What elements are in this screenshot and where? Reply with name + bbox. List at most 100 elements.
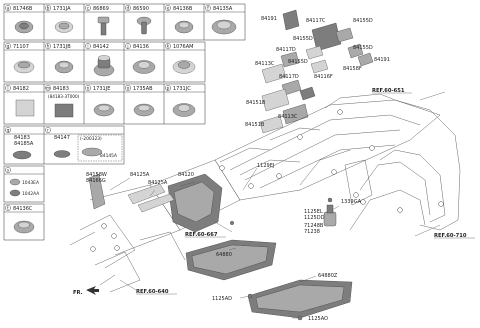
part-subcode: (84183-3T000): [48, 94, 80, 99]
grid-row-2: g 71107 h 1731JB i 84142: [3, 41, 206, 83]
grommet-icon: [14, 20, 34, 34]
pad-84155d: [335, 27, 354, 43]
callout-84117d: 84117D: [279, 74, 299, 80]
callout-84117c: 84117C: [306, 18, 326, 24]
fastener-icon: [97, 16, 110, 36]
ribbed-plug-icon: [93, 55, 115, 77]
clip-icon: [136, 16, 152, 35]
fr-label: FR.: [73, 290, 83, 296]
callout-84117d: 84117D: [276, 47, 296, 53]
cell-t: t 84136C: [3, 203, 45, 241]
callout-84158w: 84158W: [86, 172, 107, 178]
grid-row-1: a 81746B b 1731JA c 86869: [3, 3, 246, 41]
ref-label: REF.60-667: [185, 232, 218, 238]
large-plug-icon: [211, 19, 237, 35]
cell-a: a 81746B: [5, 5, 34, 34]
callout-84158f: 84158F: [343, 66, 362, 72]
part-code: 84183: [53, 86, 69, 92]
cell-s: s 1043EA 1042AA: [3, 165, 45, 203]
car-body-frame: [69, 93, 461, 293]
svg-text:b: b: [47, 5, 50, 10]
svg-text:p: p: [167, 85, 170, 90]
pad-icon: [81, 147, 103, 157]
under-cover-64880: [185, 239, 277, 281]
pad-84151b-b: [259, 115, 284, 134]
part-code: 84183: [14, 135, 30, 141]
svg-text:o: o: [127, 85, 130, 90]
pad-84191-b: [357, 52, 374, 67]
svg-text:s: s: [7, 167, 9, 172]
part-code: 86590: [133, 6, 149, 12]
part-code: 1042AA: [22, 191, 39, 197]
front-direction-indicator: FR.: [73, 286, 99, 296]
cell-o: o 1735AB: [125, 85, 155, 117]
plug-icon: [54, 21, 74, 33]
plug-icon: [133, 103, 155, 117]
body-callouts: 1129EJ 84158W 84166G 84125A 84125A 84120…: [86, 163, 362, 322]
svg-text:g: g: [7, 43, 10, 48]
svg-text:a: a: [7, 5, 10, 10]
plug-icon: [13, 220, 35, 234]
under-cover-64880z: [247, 279, 353, 319]
ref-label: REF.60-710: [434, 233, 467, 239]
cell-p: p 1731JC: [165, 85, 196, 117]
plug-icon: [93, 103, 115, 117]
part-code: 71107: [13, 44, 29, 50]
pad-84116f: [299, 86, 316, 101]
part-code: 84136: [133, 44, 149, 50]
dash-insulator-84120: [167, 173, 223, 233]
cell-k: k 1076AM: [165, 43, 196, 74]
part-code: 1735AB: [133, 86, 153, 92]
cell-i: i 84142: [85, 43, 115, 77]
cell-c: c 86869: [85, 5, 110, 36]
pad-icon: [53, 150, 71, 158]
callout-1339ga: 1339GA: [341, 199, 362, 205]
cell-m: m 84183 (84183-3T000): [45, 85, 80, 118]
callout-1125el: 1125EL: [304, 209, 323, 215]
svg-text:e: e: [167, 5, 170, 10]
cell-g: g 71107: [5, 43, 35, 74]
cell-n: n 1731JE: [85, 85, 115, 117]
arrow-icon: [86, 286, 99, 295]
cell-r: r 84147 (-200323) 84145A: [45, 127, 123, 162]
pad-84113c-b: [282, 103, 309, 125]
cap-plug-icon: [132, 60, 156, 74]
callout-64880: 64880: [216, 252, 232, 258]
part-code: 1731JE: [93, 86, 110, 92]
callout-84116f: 84116F: [314, 74, 333, 80]
callout-84155d: 84155D: [293, 36, 313, 42]
date-note: (-200323): [80, 136, 102, 142]
callout-64880z: 64880Z: [318, 273, 338, 279]
pad-icon: [54, 103, 74, 118]
part-code: 84182: [13, 86, 29, 92]
cell-j: j 84136: [125, 43, 156, 74]
callout-1125ad: 1125AD: [212, 296, 232, 302]
pad-84117c: [311, 22, 342, 52]
part-code: 1731JC: [173, 86, 191, 92]
pad-84113c-a: [261, 63, 287, 84]
part-code: 84142: [93, 44, 109, 50]
part-code: 84136C: [13, 206, 33, 212]
callout-84155d: 84155D: [353, 18, 373, 24]
cell-h: h 1731JB: [45, 43, 74, 74]
grid-row-3: l 84182 m 84183 (84183-3T000) n 1731JE: [3, 83, 206, 125]
cell-f: f 84135A: [205, 5, 237, 35]
bolt-icon: [229, 220, 303, 321]
part-code: 86869: [93, 6, 109, 12]
callout-84191: 84191: [261, 16, 277, 22]
callout-1125dd: 1125DD: [304, 215, 325, 221]
pad-84155d-b: [305, 45, 324, 60]
svg-text:j: j: [126, 43, 128, 48]
callout-84125a: 84125A: [148, 180, 168, 186]
plug-icon: [54, 60, 74, 74]
svg-text:c: c: [87, 5, 90, 10]
part-code: 1731JA: [53, 6, 71, 12]
svg-text:i: i: [87, 43, 88, 48]
callout-84113c: 84113C: [255, 61, 275, 67]
svg-text:t: t: [7, 205, 9, 210]
svg-text:k: k: [167, 43, 170, 48]
dome-plug-icon: [172, 60, 196, 74]
reference-labels: REF.60-651 REF.60-667 REF.60-710 REF.60-…: [136, 88, 475, 295]
cell-e: e 84136B: [165, 5, 194, 34]
